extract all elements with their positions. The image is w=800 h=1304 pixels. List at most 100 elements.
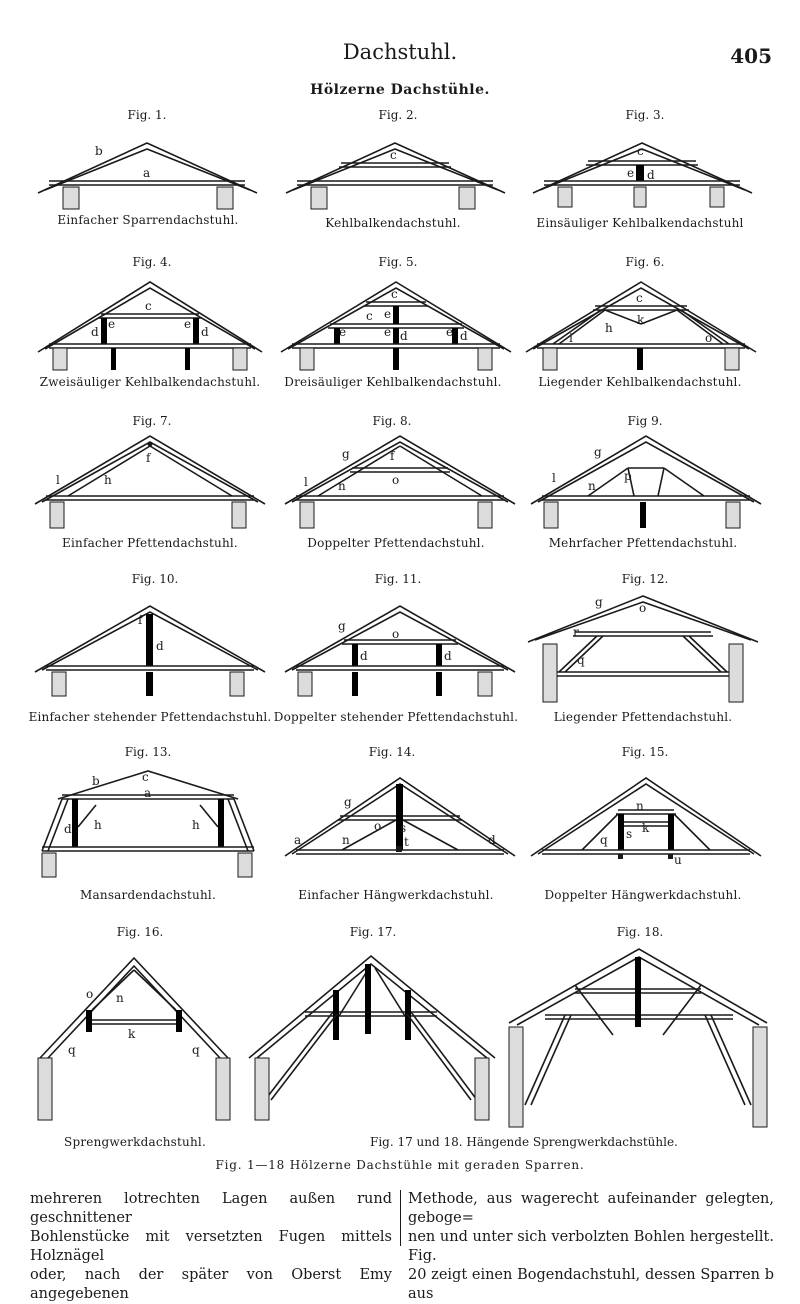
figure-label: Fig. 12. bbox=[621, 572, 669, 586]
figure-label: Fig 9. bbox=[627, 414, 663, 428]
text-line: 20 zeigt einen Bogendachstuhl, dessen Sp… bbox=[408, 1267, 774, 1302]
roof-drawing-fig-2: c bbox=[285, 142, 506, 210]
text-line: Bohlenstücke mit versetzten Fugen mittel… bbox=[30, 1229, 392, 1264]
roof-drawing-fig-9: g l n p bbox=[530, 435, 762, 529]
figure-caption: Liegender Pfettendachstuhl. bbox=[553, 710, 733, 724]
figure-label: Fig. 2. bbox=[378, 108, 418, 122]
figure-label: Fig. 6. bbox=[625, 255, 665, 269]
member-label: c bbox=[391, 287, 398, 301]
roof-drawing-fig-1: b a bbox=[37, 142, 258, 210]
figure-label: Fig. 17. bbox=[349, 925, 397, 939]
member-label: d bbox=[360, 649, 368, 663]
text-line: mehreren lotrechten Lagen außen rund ges… bbox=[30, 1191, 392, 1226]
figure-caption: Einsäuliger Kehlbalkendachstuhl bbox=[536, 216, 744, 230]
figure-caption: Kehlbalkendachstuhl. bbox=[325, 216, 461, 230]
member-label: k bbox=[637, 313, 645, 327]
member-label: d bbox=[91, 325, 99, 339]
member-label: l bbox=[56, 473, 60, 487]
member-label: c bbox=[366, 309, 373, 323]
member-label: g bbox=[594, 445, 602, 459]
member-label: l bbox=[552, 471, 556, 485]
roof-drawing-fig-8: g f l n o bbox=[284, 435, 516, 529]
figure-caption: Doppelter Pfettendachstuhl. bbox=[307, 536, 485, 550]
member-label: d bbox=[647, 168, 655, 182]
member-label: k bbox=[642, 821, 650, 835]
roof-drawing-fig-10: f d bbox=[34, 605, 266, 697]
member-label: t bbox=[404, 835, 409, 849]
member-label: e bbox=[339, 325, 346, 339]
member-label: i bbox=[569, 331, 573, 345]
figure-caption: Einfacher Sparrendachstuhl. bbox=[57, 213, 239, 227]
member-label: n bbox=[342, 833, 350, 847]
member-label: r bbox=[573, 625, 579, 639]
text-line: oder, nach der später von Oberst Emy ang… bbox=[30, 1267, 392, 1302]
member-label: h bbox=[192, 818, 200, 832]
member-label: c bbox=[390, 148, 397, 162]
member-label: o bbox=[392, 473, 399, 487]
member-label: h bbox=[94, 818, 102, 832]
member-label: e bbox=[446, 325, 453, 339]
main-caption: Fig. 1—18 Hölzerne Dachstühle mit gerade… bbox=[215, 1158, 585, 1172]
roof-drawing-fig-12: g o r q bbox=[527, 595, 759, 703]
figure-label: Fig. 15. bbox=[621, 745, 669, 759]
member-label: d bbox=[444, 649, 452, 663]
member-label: n bbox=[116, 991, 124, 1005]
member-label: g bbox=[595, 595, 603, 609]
member-label: n bbox=[588, 479, 596, 493]
figure-label: Fig. 4. bbox=[132, 255, 172, 269]
member-label: s bbox=[400, 821, 406, 835]
member-label: u bbox=[674, 853, 682, 867]
member-label: b bbox=[92, 774, 100, 788]
page-number: 405 bbox=[730, 44, 772, 68]
roof-drawing-fig-6: c k h i o bbox=[525, 281, 757, 371]
text-line: Methode, aus wagerecht aufeinander geleg… bbox=[408, 1191, 774, 1226]
figure-caption: Liegender Kehlbalkendachstuhl. bbox=[538, 375, 742, 389]
member-label: n bbox=[636, 799, 644, 813]
figure-caption: Dreisäuliger Kehlbalkendachstuhl. bbox=[284, 375, 502, 389]
figure-caption: Zweisäuliger Kehlbalkendachstuhl. bbox=[39, 375, 261, 389]
figure-label: Fig. 8. bbox=[372, 414, 412, 428]
member-label: e bbox=[627, 166, 634, 180]
figure-caption: Mehrfacher Pfettendachstuhl. bbox=[548, 536, 738, 550]
roof-drawing-fig-7: f l h bbox=[34, 435, 266, 529]
member-label: c bbox=[142, 770, 149, 784]
member-label: p bbox=[624, 469, 632, 483]
roof-drawing-fig-13: b c a d h h bbox=[41, 770, 255, 878]
member-label: e bbox=[384, 307, 391, 321]
member-label: a bbox=[294, 833, 301, 847]
member-label: o bbox=[374, 819, 381, 833]
figure-label: Fig. 1. bbox=[127, 108, 167, 122]
member-label: c bbox=[637, 144, 644, 158]
member-label: d bbox=[64, 822, 72, 836]
member-label: o bbox=[86, 987, 93, 1001]
figure-label: Fig. 11. bbox=[374, 572, 422, 586]
roof-drawing-fig-4: c d e e d bbox=[37, 281, 263, 371]
text-line: nen und unter sich verbolzten Bohlen her… bbox=[408, 1229, 774, 1264]
figure-caption: Einfacher Hängwerkdachstuhl. bbox=[298, 888, 494, 902]
figure-caption: Einfacher stehender Pfettendachstuhl. bbox=[28, 710, 272, 724]
figure-label: Fig. 13. bbox=[124, 745, 172, 759]
roof-drawing-fig-5: c c e e e d e d bbox=[280, 281, 512, 371]
column-divider bbox=[400, 1190, 401, 1246]
body-text-right-column: Methode, aus wagerecht aufeinander geleg… bbox=[408, 1190, 774, 1304]
figure-label: Fig. 14. bbox=[368, 745, 416, 759]
member-label: b bbox=[95, 144, 103, 158]
roof-drawing-fig-15: n k q s u bbox=[530, 777, 762, 867]
member-label: c bbox=[636, 291, 643, 305]
member-label: d bbox=[156, 639, 164, 653]
figure-caption: Sprengwerkdachstuhl. bbox=[64, 1135, 206, 1149]
member-label: h bbox=[104, 473, 112, 487]
member-label: k bbox=[128, 1027, 136, 1041]
member-label: o bbox=[639, 601, 646, 615]
member-label: q bbox=[192, 1043, 200, 1057]
section-title: Hölzerne Dachstühle. bbox=[310, 82, 490, 98]
member-label: d bbox=[460, 329, 468, 343]
figure-label: Fig. 10. bbox=[131, 572, 179, 586]
member-label: l bbox=[304, 475, 308, 489]
member-label: o bbox=[705, 331, 712, 345]
member-label: h bbox=[605, 321, 613, 335]
member-label: f bbox=[146, 451, 152, 465]
member-label: c bbox=[145, 299, 152, 313]
roof-drawing-fig-11: g o d d bbox=[284, 605, 516, 697]
running-title: Dachstuhl. bbox=[342, 40, 458, 64]
